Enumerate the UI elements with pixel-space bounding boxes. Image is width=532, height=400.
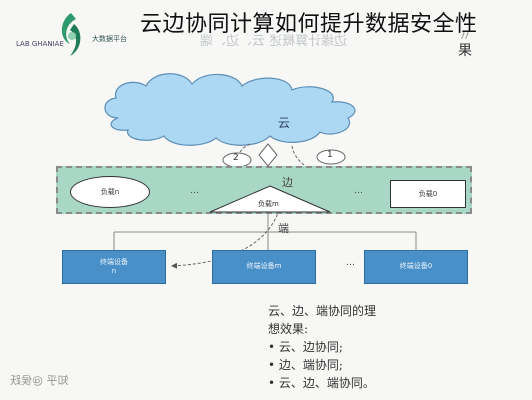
logo-small-text: LAB GHANIAE bbox=[16, 40, 64, 48]
load-node-mid bbox=[209, 185, 331, 213]
notes-line-2: 想效果: bbox=[268, 322, 309, 336]
diamond-connector bbox=[258, 143, 278, 167]
load-node-mid-label: 负载m bbox=[258, 200, 279, 208]
terminal-device-right-label: 终端设备0 bbox=[399, 262, 433, 271]
ellipsis-right: … bbox=[354, 186, 363, 196]
circle-left-label: 2 bbox=[233, 153, 239, 163]
terminal-device-mid-label: 终端设备m bbox=[246, 262, 282, 271]
notes-line-3: • 云、边协同; bbox=[268, 340, 343, 354]
circle-right bbox=[316, 149, 346, 165]
terminal-device-left-line2: n bbox=[111, 267, 117, 275]
load-node-left: 负载n bbox=[70, 176, 150, 208]
cloud-shape bbox=[104, 73, 356, 146]
logo-side-text: 大数据平台 bbox=[92, 35, 127, 43]
page-title: 云边协同计算如何提升数据安全性 bbox=[140, 12, 478, 37]
notes-block: 云、边、端协同的理 想效果: • 云、边协同; • 边、端协同; • 云、边、端… bbox=[268, 302, 376, 392]
load-node-left-label: 负载n bbox=[100, 188, 120, 196]
quote-mark-icon: 〃 bbox=[458, 29, 472, 45]
circle-right-label: 1 bbox=[327, 150, 333, 160]
watermark: 知乎 @侯跃 bbox=[10, 374, 69, 387]
notes-line-4: • 边、端协同; bbox=[268, 358, 343, 372]
ellipsis-left: … bbox=[190, 186, 199, 196]
terminal-device-right: 终端设备0 bbox=[364, 250, 468, 284]
terminal-device-mid: 终端设备m bbox=[212, 250, 316, 284]
load-node-right: 负载0 bbox=[390, 180, 466, 208]
ellipsis-terminal: … bbox=[346, 258, 355, 268]
logo-icon bbox=[61, 13, 81, 56]
edge-label: 边 bbox=[282, 176, 293, 189]
terminal-label: 端 bbox=[278, 222, 289, 235]
notes-line-5: • 云、边、端协同。 bbox=[268, 376, 375, 390]
terminal-device-left: 终端设备 n bbox=[62, 250, 166, 284]
load-node-right-label: 负载0 bbox=[418, 190, 438, 198]
cloud-label: 云 bbox=[278, 116, 291, 130]
notes-line-1: 云、边、端协同的理 bbox=[268, 304, 377, 318]
header-right-fragment: 果 bbox=[458, 43, 472, 59]
terminal-device-left-line1: 终端设备 bbox=[100, 257, 128, 266]
